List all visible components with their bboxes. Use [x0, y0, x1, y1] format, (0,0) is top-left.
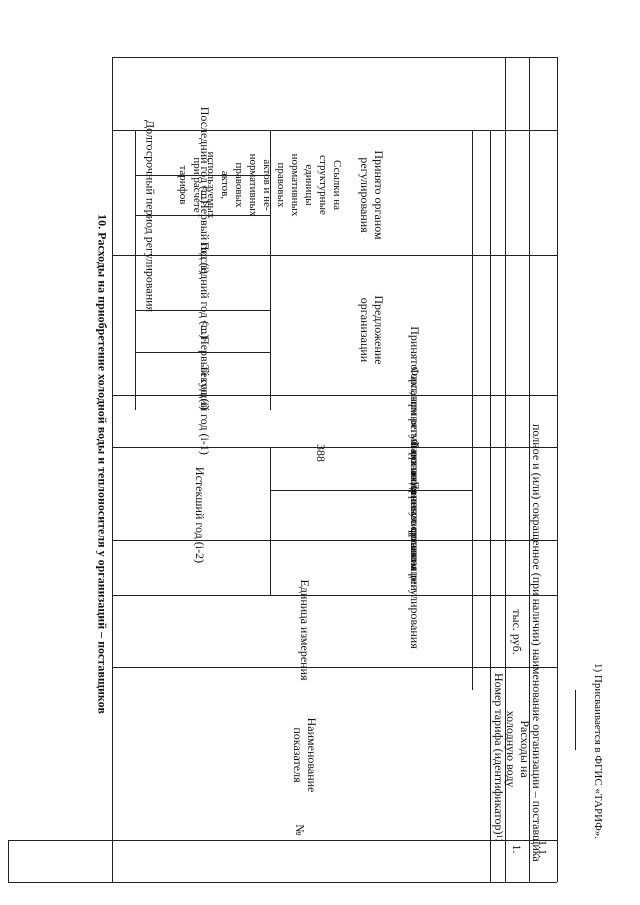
expired-accepted-header: Принято органом регулирования	[408, 481, 422, 649]
table-grid-line	[529, 57, 530, 882]
row-1-unit: тыс. руб.	[510, 609, 524, 655]
table-border	[112, 57, 113, 882]
footnote: 1) Присваивается в ФГИС «ТАРИФ».	[592, 663, 604, 840]
regulator-accepted-longterm: Принято органом регулирования	[358, 150, 386, 240]
table-grid-line	[112, 540, 557, 541]
table-grid-line	[505, 57, 506, 882]
table-grid-line	[112, 255, 557, 256]
table-grid-line	[490, 130, 491, 882]
long-term-period-header: Долгосрочный период регулирования	[143, 119, 158, 313]
table-grid-line	[112, 130, 557, 131]
table-border	[557, 57, 558, 882]
table-grid-line	[135, 175, 270, 176]
row-1-1-label: полное и (или) сокращенное (при наличии)…	[530, 424, 544, 862]
indicator-header: Наименование показателя	[291, 717, 319, 793]
footnote-separator	[575, 690, 576, 750]
table-grid-line	[135, 310, 270, 311]
table-grid-line	[135, 130, 136, 410]
table-grid-line	[135, 215, 270, 216]
footnote-mark: 1)	[495, 834, 504, 842]
expired-year-header: Истекший год (i-2)	[193, 466, 207, 564]
table-grid-line	[270, 130, 271, 410]
org-proposal-longterm: Предложение организации	[358, 295, 386, 365]
table-grid-line	[135, 352, 270, 353]
table-grid-line	[112, 447, 557, 448]
table-border	[8, 882, 557, 883]
row-1-number: 1.	[510, 844, 524, 854]
table-border	[8, 840, 9, 882]
table-grid-line	[112, 595, 557, 596]
table-grid-line	[270, 490, 472, 491]
table-grid-line	[270, 447, 271, 595]
references-header: Ссылки на структурные единицы нормативны…	[177, 151, 343, 219]
number-header: №	[293, 824, 307, 836]
unit-header: Единица измерения	[298, 579, 312, 681]
table-grid-line	[472, 130, 473, 690]
table-grid-line	[112, 667, 557, 668]
table-grid-line	[8, 840, 557, 841]
table-grid-line	[112, 395, 557, 396]
table-border	[112, 57, 557, 58]
